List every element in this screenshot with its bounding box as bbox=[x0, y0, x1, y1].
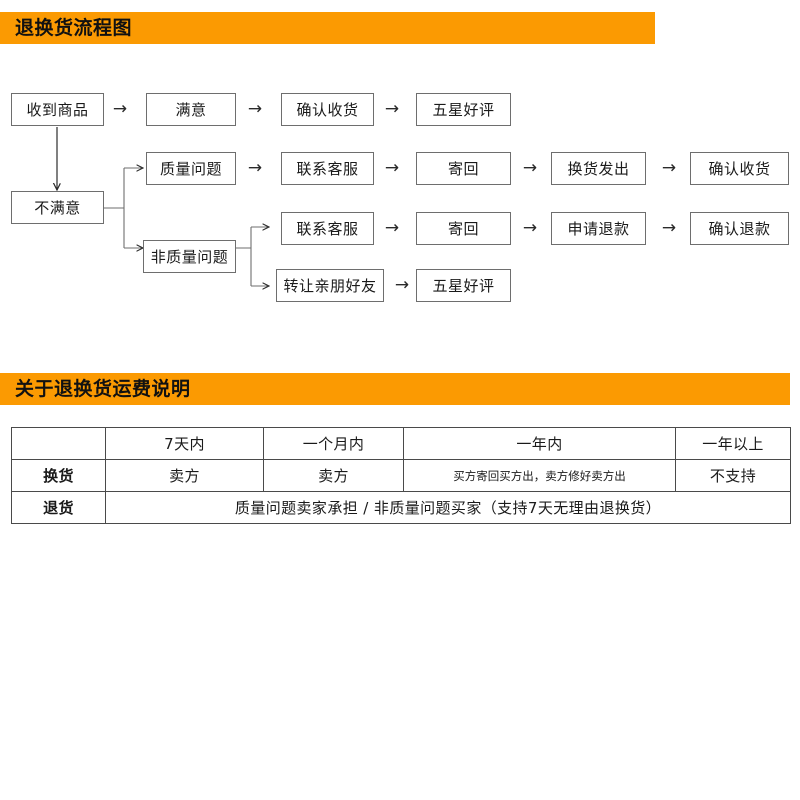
flow-node-quality-issue[interactable]: 质量问题 bbox=[146, 152, 236, 185]
flow-arrow-icon: → bbox=[661, 158, 677, 178]
table-cell-return-merged: 质量问题卖家承担 / 非质量问题买家（支持7天无理由退换货） bbox=[105, 491, 791, 524]
flow-node-confirm-receipt[interactable]: 确认收货 bbox=[281, 93, 374, 126]
table-col-header-over1year: 一年以上 bbox=[675, 427, 791, 460]
table-cell-exchange-1month: 卖方 bbox=[263, 459, 404, 492]
flow-node-exchange-sent[interactable]: 换货发出 bbox=[551, 152, 646, 185]
flow-arrow-icon: → bbox=[394, 275, 410, 295]
flow-node-confirm-refund[interactable]: 确认退款 bbox=[690, 212, 789, 245]
flow-node-send-back-2[interactable]: 寄回 bbox=[416, 212, 511, 245]
flow-arrow-icon: → bbox=[522, 218, 538, 238]
flow-node-transfer-friend[interactable]: 转让亲朋好友 bbox=[276, 269, 384, 302]
flow-arrow-icon: → bbox=[384, 218, 400, 238]
table-corner-cell bbox=[11, 427, 106, 460]
flow-arrow-icon: → bbox=[247, 99, 263, 119]
flow-chart: 收到商品 → 满意 → 确认收货 → 五星好评 不满意 质量问题 → 联系客服 … bbox=[0, 60, 800, 330]
shipping-fee-table: 7天内 一个月内 一年内 一年以上 换货 卖方 卖方 买方寄回买方出，卖方修好卖… bbox=[11, 427, 791, 524]
flow-node-five-star-1[interactable]: 五星好评 bbox=[416, 93, 511, 126]
section-title-fee: 关于退换货运费说明 bbox=[15, 377, 191, 400]
flow-arrow-icon: → bbox=[522, 158, 538, 178]
table-header-row: 7天内 一个月内 一年内 一年以上 bbox=[11, 427, 791, 460]
flow-node-satisfied[interactable]: 满意 bbox=[146, 93, 236, 126]
section-banner-flow: 退换货流程图 bbox=[0, 12, 655, 44]
flow-node-send-back-1[interactable]: 寄回 bbox=[416, 152, 511, 185]
table-cell-exchange-7days: 卖方 bbox=[105, 459, 264, 492]
table-cell-exchange-1year: 买方寄回买方出，卖方修好卖方出 bbox=[403, 459, 676, 492]
flow-arrow-icon: → bbox=[112, 99, 128, 119]
table-row-exchange: 换货 卖方 卖方 买方寄回买方出，卖方修好卖方出 不支持 bbox=[11, 459, 791, 492]
table-row-label-return: 退货 bbox=[11, 491, 106, 524]
flow-node-contact-cs-2[interactable]: 联系客服 bbox=[281, 212, 374, 245]
table-row-label-exchange: 换货 bbox=[11, 459, 106, 492]
flow-node-contact-cs-1[interactable]: 联系客服 bbox=[281, 152, 374, 185]
table-row-return: 退货 质量问题卖家承担 / 非质量问题买家（支持7天无理由退换货） bbox=[11, 491, 791, 524]
flow-node-apply-refund[interactable]: 申请退款 bbox=[551, 212, 646, 245]
section-banner-fee: 关于退换货运费说明 bbox=[0, 373, 790, 405]
flow-node-unsatisfied[interactable]: 不满意 bbox=[11, 191, 104, 224]
flow-node-five-star-2[interactable]: 五星好评 bbox=[416, 269, 511, 302]
table-col-header-1year: 一年内 bbox=[403, 427, 676, 460]
table-cell-exchange-over1year: 不支持 bbox=[675, 459, 791, 492]
flow-node-non-quality-issue[interactable]: 非质量问题 bbox=[143, 240, 236, 273]
flow-arrow-icon: → bbox=[384, 158, 400, 178]
section-title-flow: 退换货流程图 bbox=[15, 16, 133, 39]
flow-arrow-icon: → bbox=[247, 158, 263, 178]
table-col-header-1month: 一个月内 bbox=[263, 427, 404, 460]
flow-node-received[interactable]: 收到商品 bbox=[11, 93, 104, 126]
flow-arrow-icon: → bbox=[384, 99, 400, 119]
flow-node-confirm-receipt-2[interactable]: 确认收货 bbox=[690, 152, 789, 185]
flow-arrow-icon: → bbox=[661, 218, 677, 238]
table-col-header-7days: 7天内 bbox=[105, 427, 264, 460]
